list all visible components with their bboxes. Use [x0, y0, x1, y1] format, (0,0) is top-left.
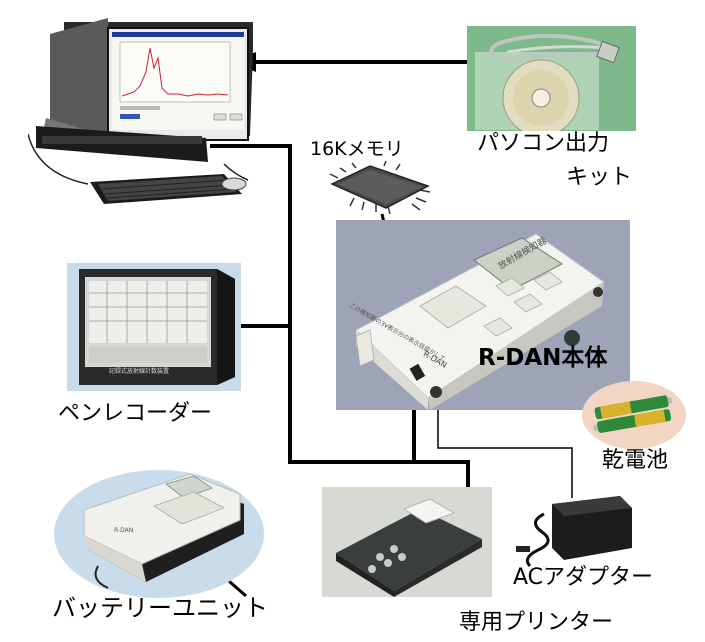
pc-kit-photo: [467, 26, 636, 137]
recorder-plate: 記録式放射線計数装置: [109, 368, 170, 375]
printer-icon: [336, 498, 482, 597]
battery-unit-photo: R-DAN: [54, 470, 264, 598]
pc-kit-label-line1: パソコン出力: [477, 131, 610, 156]
memory-label: 16Kメモリ: [310, 138, 404, 160]
ac-adapter-icon: [516, 496, 632, 568]
computer-icon: [28, 18, 253, 204]
main-unit-photo: 放射線検知器 この検知器の3V表示分の表示目盛がして R-DAN: [336, 220, 630, 410]
pen-recorder-icon: [79, 269, 235, 385]
battery-unit-label: バッテリーユニット: [52, 594, 268, 622]
battery-icon: [593, 395, 673, 433]
pen-recorder-label: ペンレコーダー: [58, 401, 213, 426]
adapter-cable: [437, 402, 573, 498]
printer-label: 専用プリンター: [459, 610, 614, 635]
pc-kit-label-line2: キット: [566, 165, 633, 190]
printer-photo: [322, 487, 492, 597]
cd-disc-icon: [475, 33, 620, 137]
battery-label: 乾電池: [602, 448, 669, 473]
main-unit-label: R-DAN本体: [478, 345, 608, 371]
ac-adapter-label: ACアダプター: [513, 565, 654, 590]
memory-chip-icon: [329, 160, 431, 215]
unit-title: R-DAN: [114, 527, 134, 534]
pc-bus-line: [210, 144, 416, 464]
pen-recorder-photo: 記録式放射線計数装置: [67, 263, 241, 391]
battery-unit-icon: [83, 473, 244, 589]
rdan-device-icon: [355, 233, 605, 410]
battery-photo: [582, 381, 686, 449]
